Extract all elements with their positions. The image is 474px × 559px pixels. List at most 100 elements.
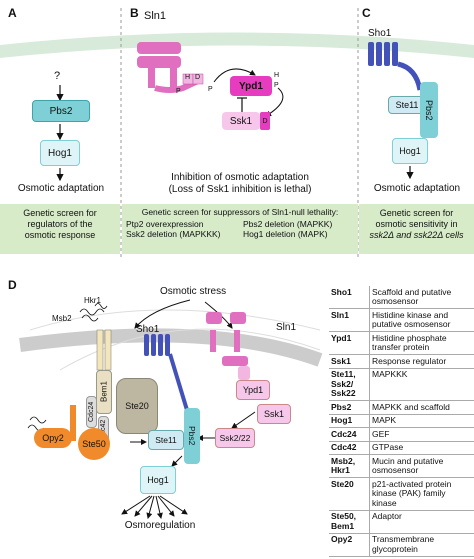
hog1-box-d: Hog1 xyxy=(140,466,176,494)
panel-d-letter: D xyxy=(8,278,17,292)
suppressor-item: Ptp2 overexpression xyxy=(126,219,204,229)
panel-b-outcome: Inhibition of osmotic adaptation (Loss o… xyxy=(124,172,356,196)
table-cell-desc: MAPKKK xyxy=(369,368,474,401)
table-cell-desc: Mucin and putative osmosensor xyxy=(369,454,474,478)
opy2-stalk xyxy=(70,405,76,441)
panel-c-letter: C xyxy=(362,6,371,20)
pbs2-box-c: Pbs2 xyxy=(420,82,438,138)
table-cell-desc: p21-activated protein kinase (PAK) famil… xyxy=(369,477,474,511)
panel-a-screen: Genetic screen for regulators of the osm… xyxy=(0,204,120,254)
outcome-line: Inhibition of osmotic adaptation xyxy=(171,172,309,183)
screen-title: Genetic screen for suppressors of Sln1-n… xyxy=(141,207,339,217)
aspartate-site: D xyxy=(195,74,201,81)
table-cell-name: Cdc42 xyxy=(329,441,370,455)
table-cell-desc: Histidine phosphate transfer protein xyxy=(369,331,474,355)
table-cell-desc: Histidine kinase and putative osmosensor xyxy=(369,308,474,332)
sho1-panel-c xyxy=(368,42,423,91)
table-cell-desc: Adaptor xyxy=(369,510,474,534)
table-cell-name: Ssk1 xyxy=(329,354,370,369)
table-cell-name: Cdc24 xyxy=(329,427,370,442)
table-cell-desc: MAPKK and scaffold xyxy=(369,400,474,415)
ssk1-box-d: Ssk1 xyxy=(257,404,291,424)
table-cell-name: Sho1 xyxy=(329,286,370,309)
table-cell-name: Msb2, Hkr1 xyxy=(329,454,370,478)
osmotic-stress-label: Osmotic stress xyxy=(160,286,227,297)
opy2-box: Opy2 xyxy=(34,428,72,448)
table-cell-desc: Transmembrane glycoprotein xyxy=(369,533,474,557)
table-cell-desc: GEF xyxy=(369,427,474,442)
panel-b-screen: Genetic screen for suppressors of Sln1-n… xyxy=(122,204,358,254)
output-arrows xyxy=(121,495,188,519)
table-cell-desc: MAPK xyxy=(369,414,474,428)
screen-line: osmotic sensitivity in xyxy=(375,219,458,229)
table-cell-desc: Scaffold and putative osmosensor xyxy=(369,286,474,309)
sln1-receptor xyxy=(137,42,204,93)
suppressor-item: Hog1 deletion (MAPK) xyxy=(243,229,328,239)
suppressor-item: Ssk2 deletion (MAPKKK) xyxy=(126,229,221,239)
screen-line: Genetic screen for xyxy=(23,208,97,218)
ste20-box: Ste20 xyxy=(116,378,158,434)
ste11-box-d: Ste11 xyxy=(148,430,184,450)
sho1-label-d: Sho1 xyxy=(136,324,160,335)
hog1-box-a: Hog1 xyxy=(40,140,80,166)
bem1-box: Bem1 xyxy=(96,370,112,414)
outcome-line: (Loss of Ssk1 inhibition is lethal) xyxy=(168,184,312,195)
msb2-label: Msb2 xyxy=(52,314,72,323)
screen-line: osmotic response xyxy=(24,230,96,240)
histidine-site: H xyxy=(185,74,191,81)
table-cell-name: Hog1 xyxy=(329,414,370,428)
table-cell-name: Ste20 xyxy=(329,477,370,511)
screen-line: ssk2Δ and ssk22Δ cells xyxy=(369,230,464,240)
table-cell-name: Pbs2 xyxy=(329,400,370,415)
table-cell-desc: Response regulator xyxy=(369,354,474,369)
pbs2-box-d: Pbs2 xyxy=(184,408,200,464)
suppressor-item: Pbs2 deletion (MAPKK) xyxy=(243,219,333,229)
table-cell-name: Ste11, Ssk2/ Ssk22 xyxy=(329,368,370,401)
sln1-panel-d xyxy=(206,312,250,380)
ssk1-box-b: Ssk1 xyxy=(222,112,260,130)
hog1-box-c: Hog1 xyxy=(392,138,428,164)
ssk2-22-box: Ssk2/22 xyxy=(215,428,255,448)
panel-a-outcome: Osmotic adaptation xyxy=(17,183,105,194)
unknown-regulator-mark: ? xyxy=(54,70,61,82)
ypd1-histidine: H xyxy=(274,72,280,79)
sln1-label-d: Sln1 xyxy=(276,322,297,333)
hkr1-label: Hkr1 xyxy=(84,296,101,305)
table-cell-name: Ypd1 xyxy=(329,331,370,355)
sln1-label-b: Sln1 xyxy=(144,10,167,22)
ypd1-phospho: P xyxy=(274,82,279,89)
ste11-box-c: Ste11 xyxy=(388,96,426,114)
table-cell-desc: GTPase xyxy=(369,441,474,455)
ssk1-receiver: D xyxy=(260,112,270,130)
table-cell-name: Sln1 xyxy=(329,308,370,332)
panel-b-letter: B xyxy=(130,6,139,20)
panel-c-outcome: Osmotic adaptation xyxy=(373,183,461,194)
ste50-box: Ste50 xyxy=(78,428,110,460)
screen-line: Genetic screen for xyxy=(379,208,454,218)
phospho-mark: P xyxy=(176,88,181,95)
pbs2-box-a: Pbs2 xyxy=(32,100,90,122)
panel-a-letter: A xyxy=(8,6,17,20)
ypd1-box-b: Ypd1 xyxy=(230,76,272,96)
screen-line: regulators of the xyxy=(27,219,93,229)
phospho-mark: P xyxy=(208,86,213,93)
cdc24-box: Cdc24 xyxy=(86,396,97,428)
panel-c-screen: Genetic screen for osmotic sensitivity i… xyxy=(359,204,474,254)
table-cell-name: Ste50, Bem1 xyxy=(329,510,370,534)
membrane-top xyxy=(0,32,474,58)
